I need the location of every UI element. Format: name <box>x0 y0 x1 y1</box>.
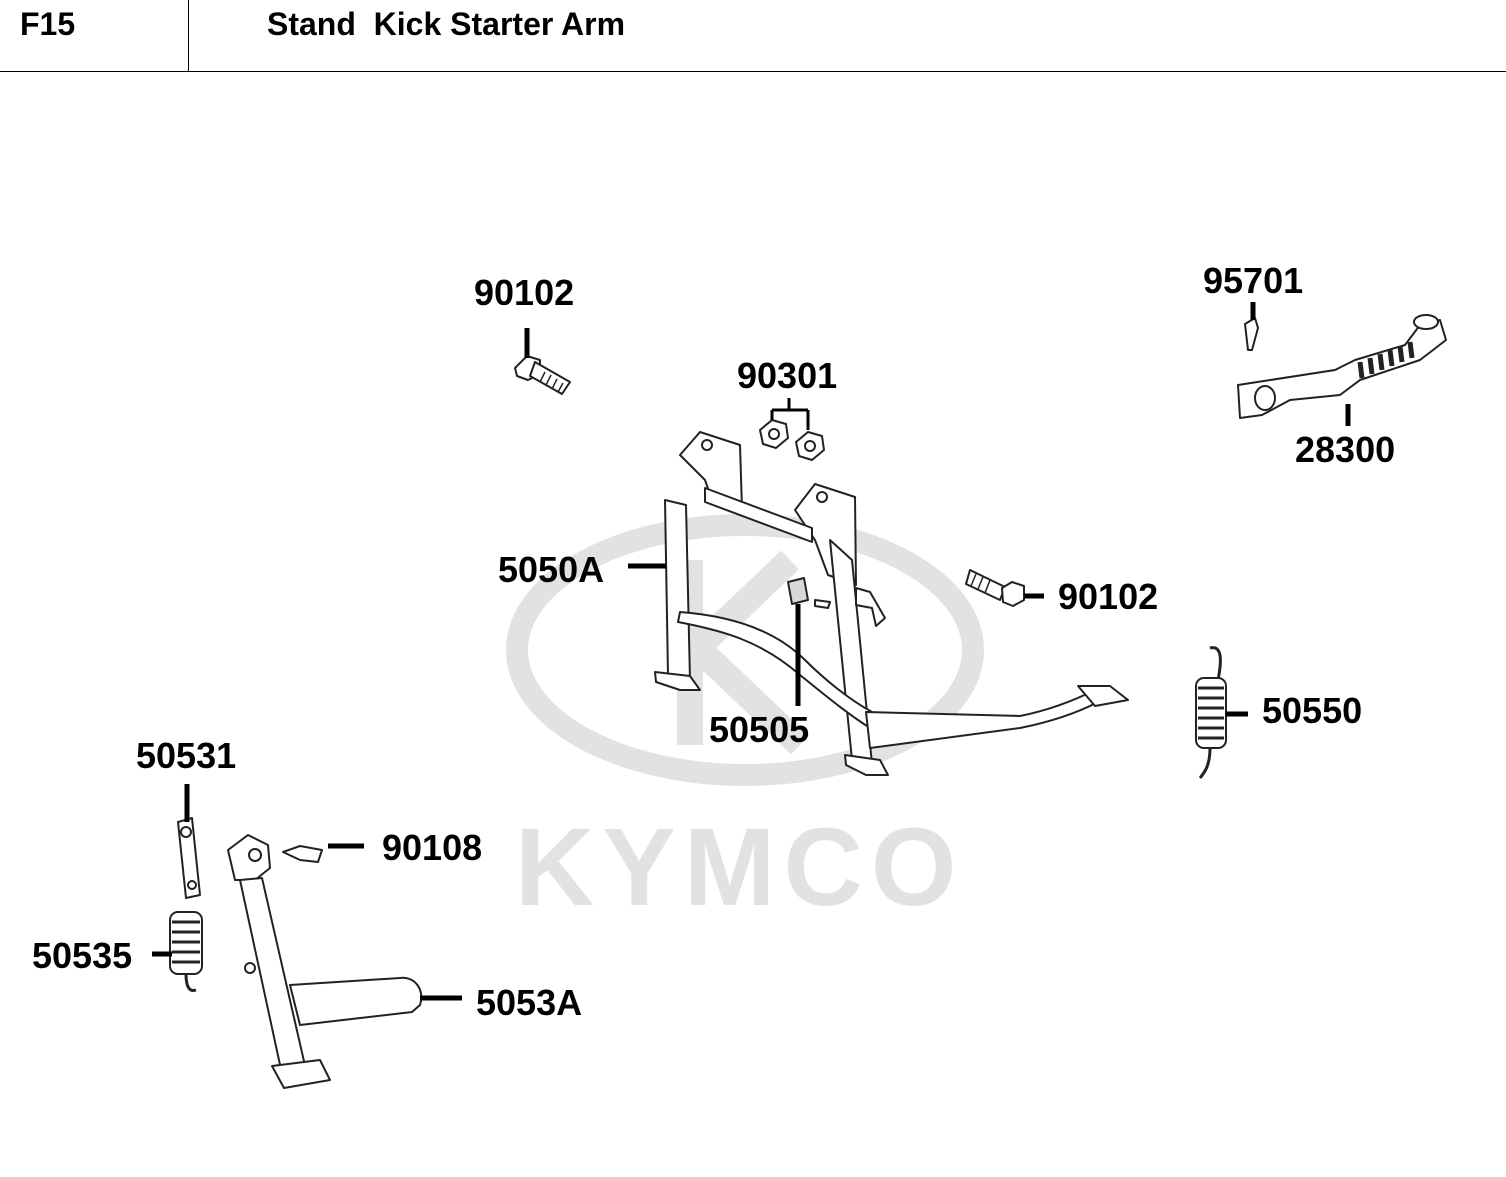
nuts-part <box>759 419 825 461</box>
callout-90108: 90108 <box>382 827 482 868</box>
watermark-text: KYMCO <box>515 806 964 929</box>
callout-50535: 50535 <box>32 935 132 976</box>
page-title: Stand Kick Starter Arm <box>267 6 626 42</box>
kick-arm-part <box>1237 314 1447 419</box>
callout-90301: 90301 <box>737 355 837 396</box>
stopper-part <box>787 577 831 609</box>
callout-5050a: 5050A <box>498 549 604 590</box>
callout-5053a: 5053A <box>476 982 582 1023</box>
main-spring-part <box>1195 646 1227 779</box>
bolt-upper-part <box>514 355 571 395</box>
callout-95701: 95701 <box>1203 260 1303 301</box>
callout-50550: 50550 <box>1262 690 1362 731</box>
callout-50505: 50505 <box>709 709 809 750</box>
page-header: F15 Stand Kick Starter Arm <box>0 0 1506 72</box>
callout-28300: 28300 <box>1295 429 1395 470</box>
callout-50531: 50531 <box>136 735 236 776</box>
main-stand-part <box>654 431 1129 776</box>
section-code-cell: F15 <box>0 0 189 71</box>
callout-90102-upper: 90102 <box>474 272 574 313</box>
leader-lines <box>152 302 1351 1001</box>
bolt-right-part <box>965 569 1025 607</box>
side-stand-part <box>169 817 423 1089</box>
section-code: F15 <box>20 6 76 42</box>
callout-90102-right: 90102 <box>1058 576 1158 617</box>
